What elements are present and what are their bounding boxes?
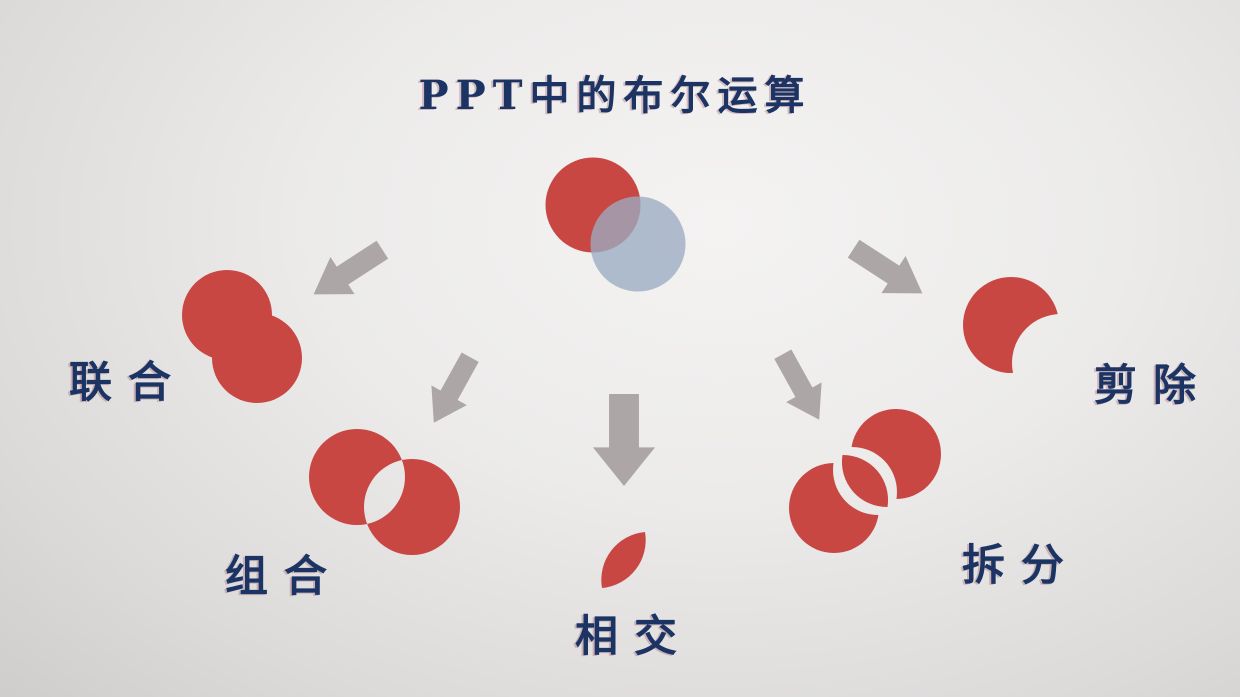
label-combine: 组合 (225, 552, 343, 602)
label-union: 联合 (69, 358, 187, 408)
fragment-center-lens (841, 454, 889, 508)
arrow-to-union (301, 231, 395, 313)
source-overlapping-circles (545, 157, 686, 292)
label-subtract: 剪除 (1094, 361, 1212, 411)
source-blue-circle (590, 196, 686, 292)
combine-result-shape (309, 429, 460, 555)
fragment-result-shape (789, 409, 941, 553)
arrow-to-fragment (765, 344, 837, 430)
label-fragment: 拆分 (962, 541, 1080, 591)
slide-title: PPT中的布尔运算 (418, 72, 812, 119)
label-intersect: 相交 (575, 612, 693, 662)
arrow-to-combine (416, 347, 488, 433)
subtract-result-shape (963, 277, 1059, 373)
arrow-to-intersect (592, 394, 656, 486)
arrow-to-subtract (841, 230, 935, 312)
intersect-result-shape (601, 532, 646, 588)
union-result-shape (182, 270, 302, 403)
